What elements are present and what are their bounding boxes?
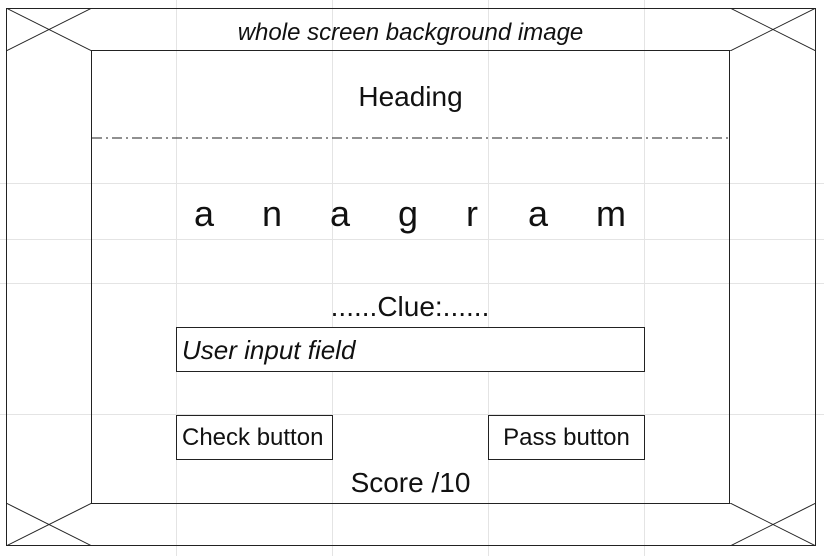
- anagram-letter: r: [466, 193, 478, 234]
- score-display: Score /10: [350, 467, 471, 498]
- heading-divider: [92, 137, 729, 139]
- gridline: [0, 239, 824, 240]
- anagram-letter: m: [596, 193, 626, 234]
- image-placeholder-icon: [6, 8, 92, 51]
- image-placeholder-icon: [730, 503, 816, 546]
- gridline: [0, 283, 824, 284]
- background-image-frame: [6, 8, 816, 546]
- page-heading: Heading: [358, 81, 463, 112]
- anagram-letter: a: [527, 193, 549, 234]
- gridline: [644, 0, 645, 556]
- image-placeholder-icon: [730, 8, 816, 51]
- clue-text: ......Clue:......: [330, 291, 490, 322]
- image-placeholder-icon: [6, 503, 92, 546]
- anagram-letters: a n a g r a m: [0, 192, 824, 240]
- answer-input[interactable]: [176, 327, 645, 372]
- anagram-letter: a: [329, 193, 351, 234]
- gridline: [0, 414, 824, 415]
- check-button[interactable]: Check button: [176, 415, 333, 460]
- gridline: [332, 0, 333, 556]
- gridline: [176, 0, 177, 556]
- pass-button[interactable]: Pass button: [488, 415, 645, 460]
- anagram-letter: n: [261, 193, 283, 234]
- anagram-letter: g: [397, 193, 419, 234]
- gridline: [0, 183, 824, 184]
- content-panel: [91, 50, 730, 504]
- gridline: [488, 0, 489, 556]
- anagram-letter: a: [193, 193, 215, 234]
- background-image-label: whole screen background image: [237, 19, 584, 46]
